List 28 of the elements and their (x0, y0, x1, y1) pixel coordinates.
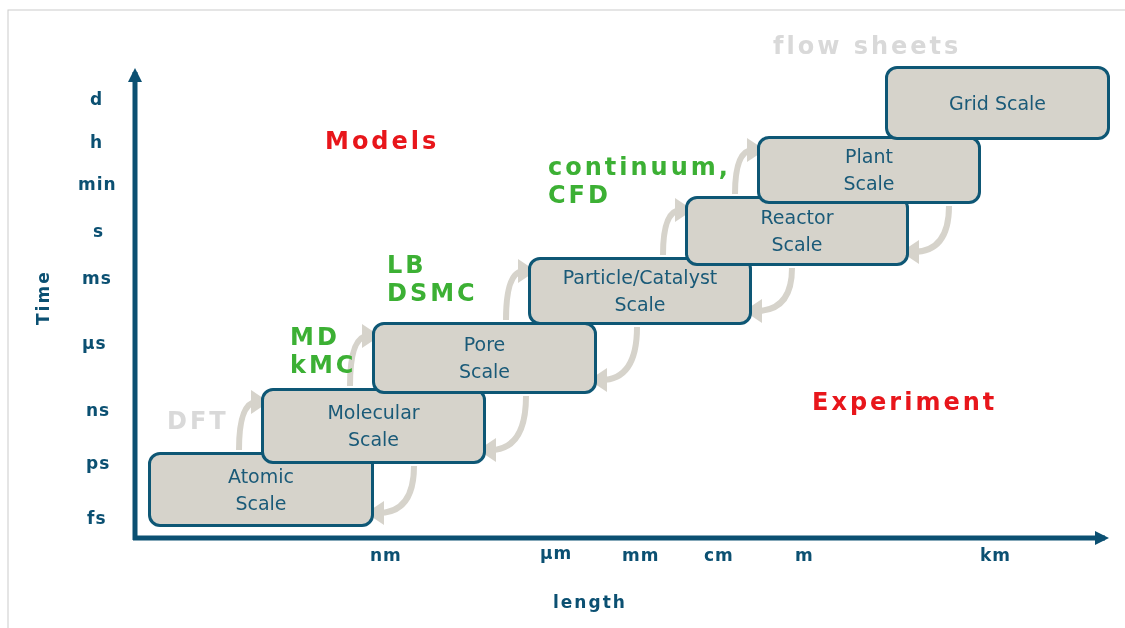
method-label: LB DSMC (387, 251, 479, 307)
axis-label: d (90, 88, 104, 111)
axis-label: µs (82, 332, 107, 355)
axis-label: s (93, 220, 105, 243)
axis-label: nm (370, 544, 402, 567)
axis-label: Time (32, 270, 54, 325)
axis-label: h (90, 131, 104, 154)
axis-label: m (795, 544, 814, 567)
axis-label: fs (87, 507, 107, 530)
scale-box: Plant Scale (757, 136, 981, 204)
method-label: MD kMC (290, 323, 358, 379)
scale-box: Molecular Scale (261, 388, 486, 464)
scale-box: Reactor Scale (685, 196, 909, 266)
axis-label: km (980, 544, 1012, 567)
method-label: Experiment (812, 389, 998, 416)
axis-label: min (78, 173, 117, 196)
axis-label: ms (82, 267, 112, 290)
axis-label: mm (622, 544, 660, 567)
axis-label: µm (540, 542, 573, 565)
axis-label: ns (86, 399, 111, 422)
scale-box: Atomic Scale (148, 452, 374, 527)
scale-box: Pore Scale (372, 322, 597, 394)
method-label: Models (325, 128, 440, 155)
axis-label: ps (86, 452, 111, 475)
scale-box: Particle/Catalyst Scale (528, 257, 752, 325)
scale-box: Grid Scale (885, 66, 1110, 140)
axis-label: cm (704, 544, 734, 567)
axis-label: length (553, 591, 627, 614)
